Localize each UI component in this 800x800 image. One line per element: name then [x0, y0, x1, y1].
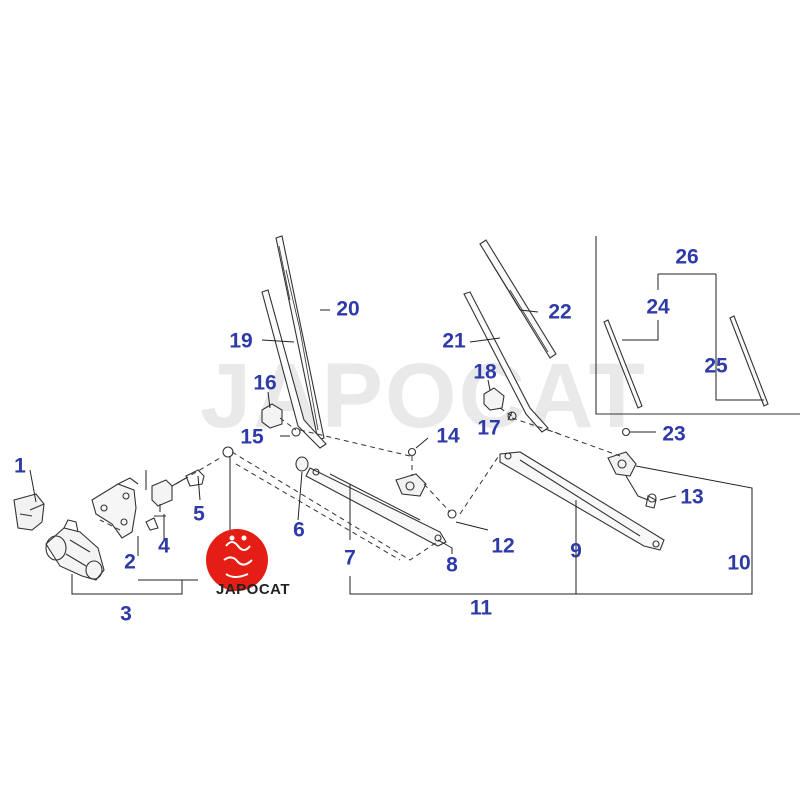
callout-19: 19 — [229, 329, 253, 353]
callout-3: 3 — [120, 602, 132, 626]
part-1-motor-cover — [13, 493, 45, 531]
callout-22: 22 — [548, 300, 572, 324]
part-12-bolt — [447, 509, 457, 519]
part-13-bolt — [647, 493, 657, 503]
part-19-arm-left — [261, 289, 327, 449]
callout-8: 8 — [446, 553, 458, 577]
logo-emblem — [206, 529, 268, 591]
callout-12: 12 — [491, 534, 515, 558]
callout-6: 6 — [293, 518, 305, 542]
callout-7: 7 — [344, 546, 356, 570]
part-18-cap — [483, 387, 505, 411]
callout-20: 20 — [336, 297, 360, 321]
part-22-blade-right — [479, 239, 557, 359]
callout-1: 1 — [14, 454, 26, 478]
part-9-linkage — [499, 451, 665, 551]
part-6-grommet — [295, 456, 309, 472]
callout-18: 18 — [473, 360, 497, 384]
part-15-nut — [291, 427, 301, 437]
part-20-blade-left — [275, 235, 325, 441]
callout-5: 5 — [193, 502, 205, 526]
part-14-nut — [407, 447, 417, 457]
part-16-cap — [261, 403, 283, 429]
part-2-bracket — [91, 470, 147, 539]
part-4-bush — [145, 479, 173, 531]
part-21-arm-right — [463, 291, 549, 433]
callout-21: 21 — [442, 329, 466, 353]
callout-10: 10 — [727, 551, 751, 575]
callout-11: 11 — [469, 596, 493, 620]
part-3-motor — [45, 519, 105, 581]
callout-17: 17 — [477, 416, 501, 440]
part-24-blade-refill — [603, 319, 643, 409]
callout-4: 4 — [158, 534, 170, 558]
part-5-linkage-end — [171, 446, 234, 487]
callout-15: 15 — [240, 425, 264, 449]
part-23-nut — [621, 427, 631, 437]
part-10-pivot-right — [607, 451, 657, 509]
callout-16: 16 — [253, 371, 277, 395]
callout-25: 25 — [704, 354, 728, 378]
callout-24: 24 — [646, 295, 670, 319]
callout-2: 2 — [124, 550, 136, 574]
callout-13: 13 — [680, 485, 704, 509]
callout-9: 9 — [570, 539, 582, 563]
callout-26: 26 — [675, 245, 699, 269]
callout-14: 14 — [436, 424, 460, 448]
callout-23: 23 — [662, 422, 686, 446]
part-25-blade-refill — [729, 315, 769, 407]
logo-text: JAPOCAT — [216, 581, 291, 598]
part-7-8-linkage — [305, 467, 447, 547]
inset-box — [595, 236, 800, 415]
leader-lines — [29, 273, 764, 595]
